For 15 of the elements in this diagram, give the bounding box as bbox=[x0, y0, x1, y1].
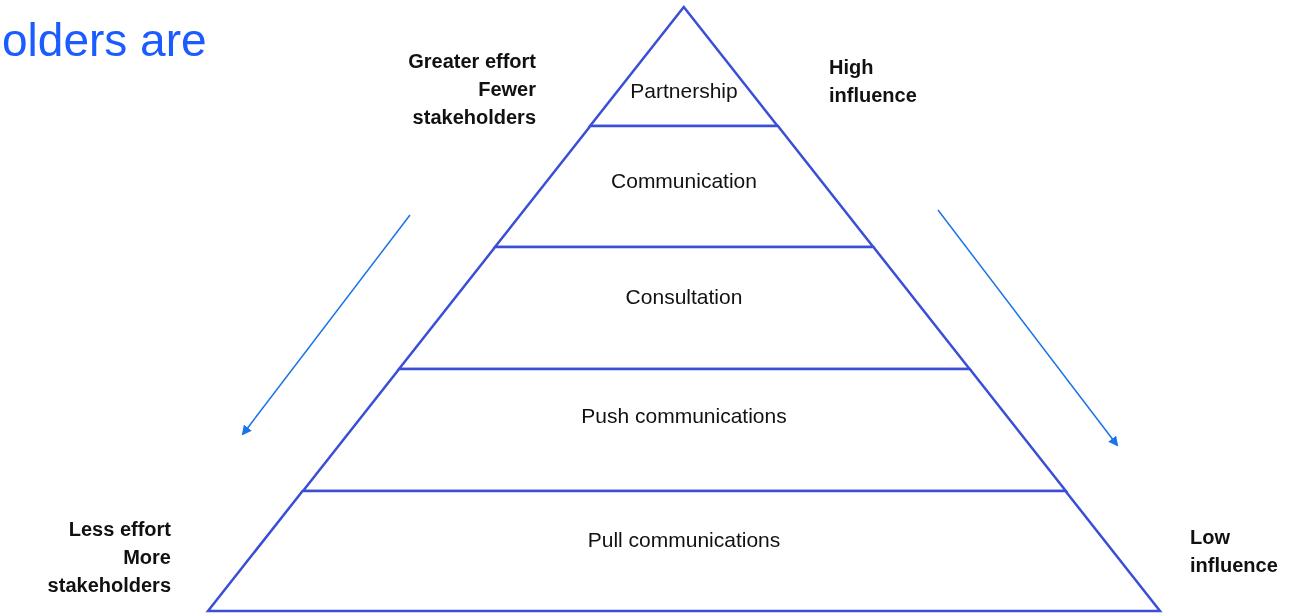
influence-note: Low influence bbox=[1190, 525, 1279, 578]
tier-label: Consultation bbox=[624, 285, 744, 309]
effort-note: Less effort More stakeholders bbox=[46, 517, 171, 598]
pyramid-tier bbox=[494, 126, 874, 247]
pyramid-tier bbox=[208, 491, 1160, 611]
tier-label: Communication bbox=[610, 169, 758, 193]
heading-fragment: olders are bbox=[2, 13, 207, 68]
pyramid-tier bbox=[590, 7, 778, 126]
tier-label: Pull communications bbox=[586, 528, 782, 552]
influence-note: High influence bbox=[829, 55, 918, 108]
pyramid-tier bbox=[398, 247, 970, 369]
pyramid-tier bbox=[302, 369, 1066, 491]
tier-label: Partnership bbox=[629, 79, 739, 103]
effort-note: Greater effort Fewer stakeholders bbox=[407, 49, 536, 130]
tier-label: Push communications bbox=[580, 404, 788, 428]
